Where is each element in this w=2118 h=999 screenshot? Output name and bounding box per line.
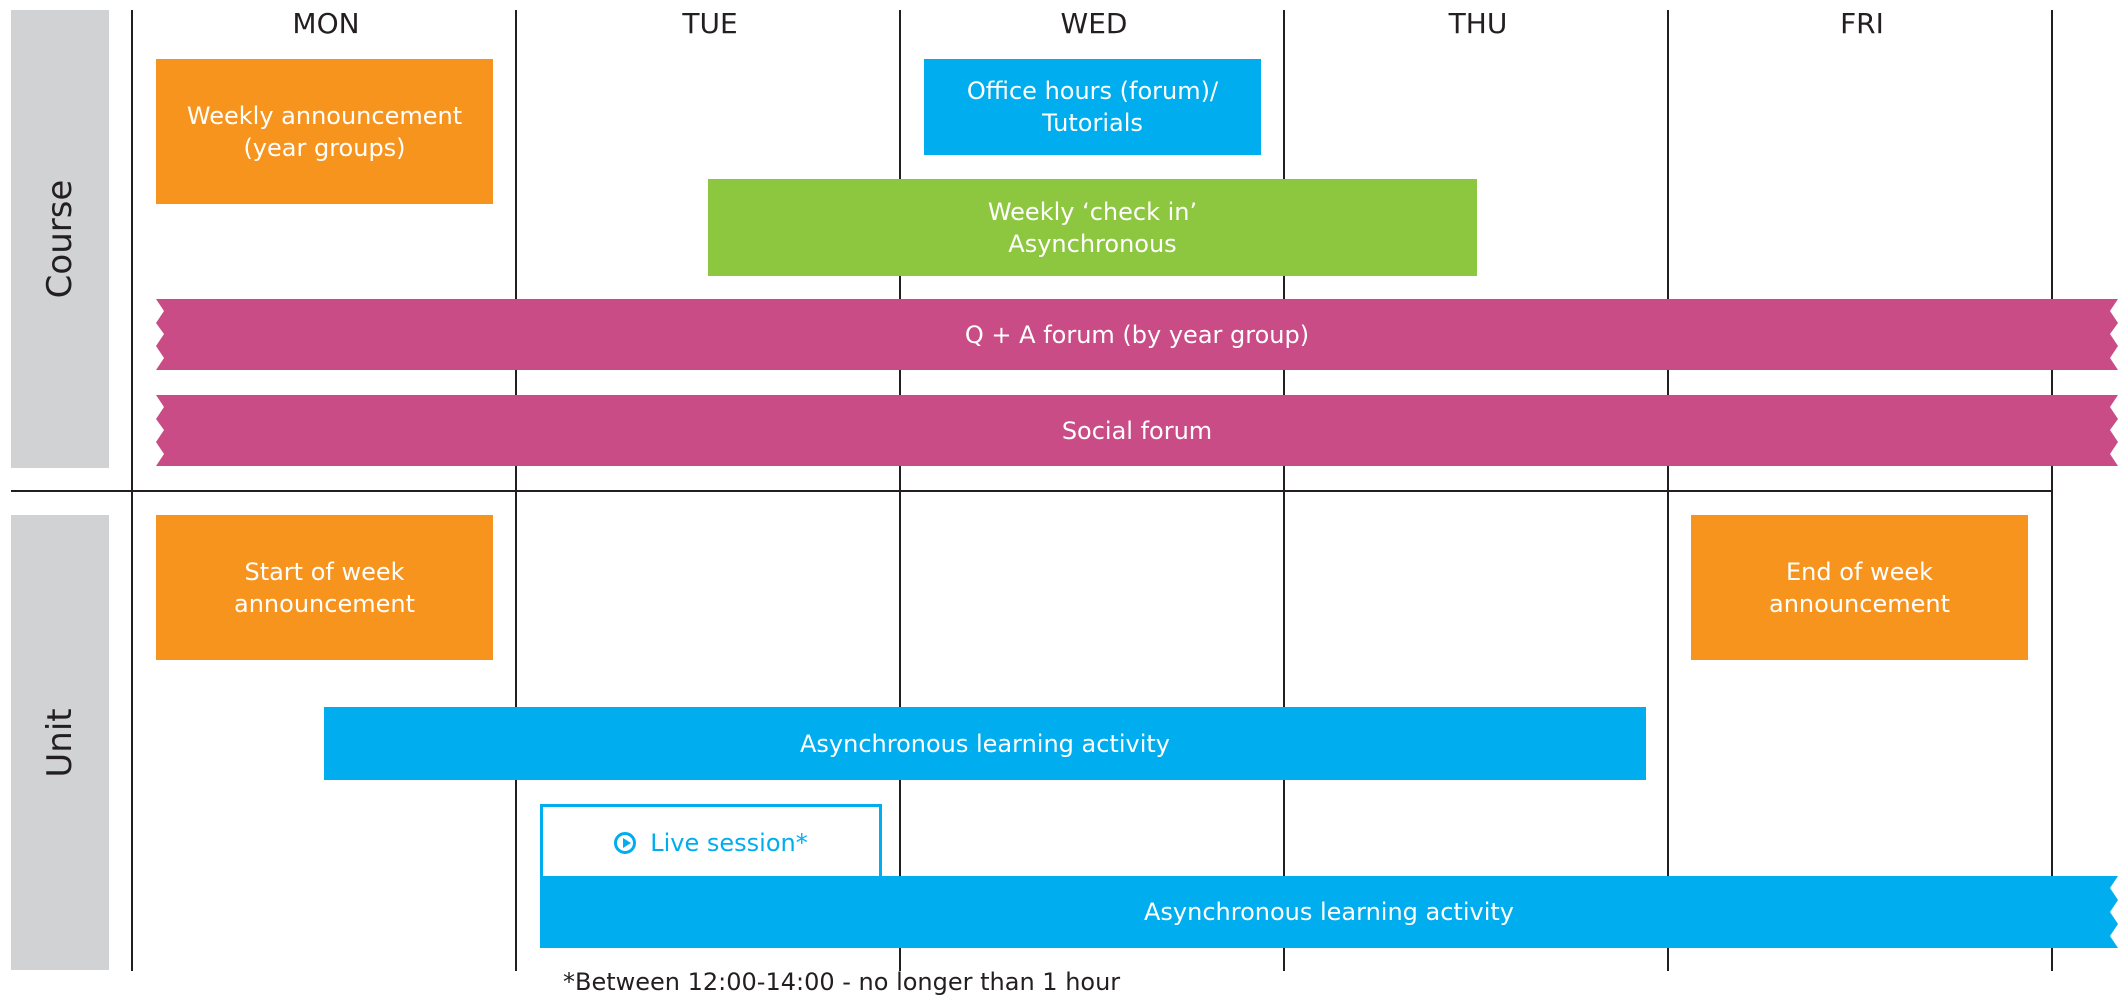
course-row-panel: Course xyxy=(11,10,109,468)
qa-forum-right-zigzag xyxy=(2110,299,2118,370)
social-forum-band: Social forum xyxy=(156,395,2118,466)
day-header-mon: MON xyxy=(292,7,360,40)
live-session-block: Live session* xyxy=(540,804,882,882)
end-of-week-announcement-block: End of week announcement xyxy=(1691,515,2028,660)
start-of-week-announcement-block: Start of week announcement xyxy=(156,515,493,660)
unit-row-panel: Unit xyxy=(11,515,109,970)
weekly-announcement-block: Weekly announcement (year groups) xyxy=(156,59,493,204)
unit-row-label: Unit xyxy=(40,707,80,778)
async-activity-2-right-zigzag xyxy=(2110,876,2118,948)
row-divider xyxy=(11,490,2053,492)
live-session-label: Live session* xyxy=(650,829,808,857)
qa-forum-band: Q + A forum (by year group) xyxy=(156,299,2118,370)
play-icon xyxy=(614,832,637,854)
course-row-label: Course xyxy=(40,179,80,299)
social-forum-left-zigzag xyxy=(156,395,164,466)
async-learning-activity-block-1: Asynchronous learning activity xyxy=(324,707,1646,780)
social-forum-right-zigzag xyxy=(2110,395,2118,466)
qa-forum-left-zigzag xyxy=(156,299,168,370)
async-learning-activity-block-2: Asynchronous learning activity xyxy=(540,876,2118,948)
office-hours-block: Office hours (forum)/ Tutorials xyxy=(924,59,1261,155)
day-header-fri: FRI xyxy=(1840,7,1884,40)
day-header-wed: WED xyxy=(1060,7,1128,40)
footnote: *Between 12:00-14:00 - no longer than 1 … xyxy=(563,968,1121,996)
day-header-tue: TUE xyxy=(682,7,738,40)
weekly-check-in-block: Weekly ‘check in’ Asynchronous xyxy=(708,179,1477,276)
day-header-thu: THU xyxy=(1448,7,1508,40)
